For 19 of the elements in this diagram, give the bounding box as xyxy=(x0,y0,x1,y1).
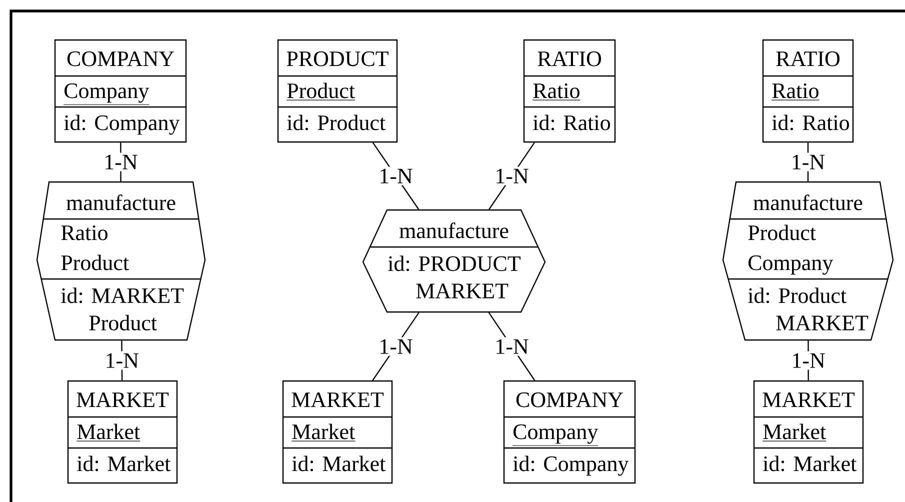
cardinality-label: 1-N xyxy=(789,351,828,370)
entity-box: MARKET Market id: Market xyxy=(67,380,178,484)
entity-box: PRODUCT Product id: Product xyxy=(277,39,398,143)
entity-box: RATIO Ratio id: Ratio xyxy=(762,39,854,143)
entity-box: COMPANY Company id: Company xyxy=(503,380,636,484)
relationship-hexagon: manufacture id: PRODUCT MARKET xyxy=(362,209,546,313)
cardinality-label: 1-N xyxy=(102,152,140,172)
entity-box: MARKET Market id: Market xyxy=(282,380,393,484)
entity-box: COMPANY Company id: Company xyxy=(54,39,187,143)
entity-box: MARKET Market id: Market xyxy=(753,380,864,484)
cardinality-label: 1-N xyxy=(376,337,415,356)
relationship-hexagon: manufacture Ratio Product id: MARKET Product xyxy=(36,181,206,341)
entity-box: RATIO Ratio id: Ratio xyxy=(523,39,616,143)
cardinality-label: 1-N xyxy=(376,166,415,186)
relationship-hexagon: manufacture Product Company id: Product MARKET xyxy=(722,181,894,341)
cardinality-label: 1-N xyxy=(788,152,828,172)
cardinality-label: 1-N xyxy=(102,351,141,370)
cardinality-label: 1-N xyxy=(492,337,531,356)
cardinality-label: 1-N xyxy=(492,166,531,186)
